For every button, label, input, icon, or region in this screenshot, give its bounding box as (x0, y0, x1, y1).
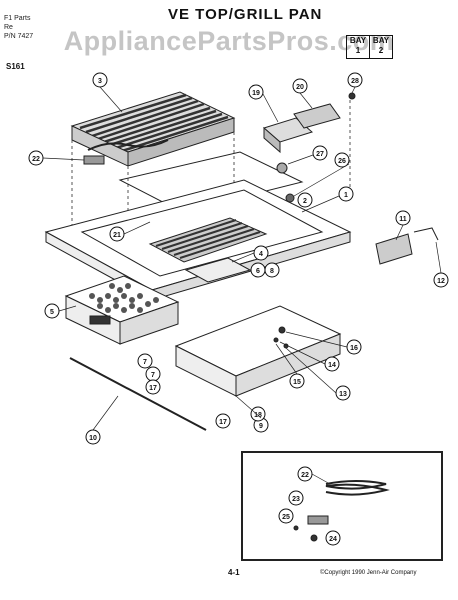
bay-2-box: BAY 2 (369, 35, 393, 59)
grill-grate (70, 91, 236, 167)
bracket (375, 227, 439, 265)
svg-text:17: 17 (219, 419, 227, 426)
callout-22: 22 (28, 150, 44, 166)
svg-text:3: 3 (98, 78, 102, 85)
callout-6: 6 (250, 262, 266, 278)
inset-element (293, 480, 390, 542)
page-number: 4-1 (228, 568, 240, 577)
svg-text:21: 21 (113, 232, 121, 239)
callout-5: 5 (44, 303, 60, 319)
copyright-text: ©Copyright 1990 Jenn-Air Company (320, 570, 417, 576)
callout-11: 11 (395, 210, 411, 226)
svg-text:9: 9 (259, 423, 263, 430)
header-line-2: Re (4, 24, 13, 31)
callout-13: 13 (335, 385, 351, 401)
svg-text:22: 22 (301, 472, 309, 479)
svg-text:1: 1 (344, 192, 348, 199)
callout-20: 20 (292, 78, 308, 94)
header-line-3: P/N 7427 (4, 33, 34, 40)
svg-text:27: 27 (316, 151, 324, 158)
callout-18b: 17 (145, 379, 161, 395)
svg-text:12: 12 (437, 278, 445, 285)
svg-text:6: 6 (256, 268, 260, 275)
model-number: S161 (6, 62, 25, 71)
svg-text:20: 20 (296, 84, 304, 91)
svg-text:7: 7 (151, 372, 155, 379)
rock-tray (64, 275, 180, 345)
callout-8: 8 (264, 262, 280, 278)
callout-27: 27 (312, 145, 328, 161)
header-text: F1 Parts Re P/N 7427 (4, 14, 33, 41)
callout-28: 28 (347, 72, 363, 88)
svg-text:13: 13 (339, 391, 347, 398)
callout-26: 26 (334, 152, 350, 168)
callout-17: 17 (215, 413, 231, 429)
svg-text:22: 22 (32, 156, 40, 163)
callout-16: 16 (346, 339, 362, 355)
grill-pan (174, 305, 342, 397)
leader-lines (42, 86, 442, 485)
svg-text:5: 5 (50, 309, 54, 316)
svg-text:10: 10 (89, 435, 97, 442)
bay-1-number: 1 (355, 46, 361, 55)
svg-text:11: 11 (399, 216, 407, 223)
svg-text:15: 15 (293, 379, 301, 386)
bay-2-number: 2 (378, 46, 384, 55)
callout-19: 19 (248, 84, 264, 100)
bay-2-label: BAY (372, 36, 390, 45)
page-title: VE TOP/GRILL PAN (168, 6, 323, 23)
svg-text:25: 25 (282, 514, 290, 521)
callout-21: 21 (109, 226, 125, 242)
svg-text:14: 14 (328, 362, 336, 369)
svg-text:4: 4 (259, 251, 263, 258)
grill-insert (148, 217, 268, 263)
callout-15: 15 (289, 373, 305, 389)
svg-text:28: 28 (351, 78, 359, 85)
inset-box (241, 451, 443, 561)
inset-callout-23: 23 (288, 490, 304, 506)
control-parts (262, 92, 356, 203)
svg-text:24: 24 (329, 536, 337, 543)
callout-18: 18 (250, 406, 266, 422)
callout-7: 7 (137, 353, 153, 369)
rod (69, 357, 207, 431)
callout-1: 1 (338, 186, 354, 202)
svg-text:7: 7 (143, 359, 147, 366)
svg-text:16: 16 (350, 345, 358, 352)
callout-4: 4 (253, 245, 269, 261)
inset-callout-24: 24 (325, 530, 341, 546)
callout-17b: 7 (145, 366, 161, 382)
callout-2: 2 (297, 192, 313, 208)
inset-callout-25: 25 (278, 508, 294, 524)
svg-text:23: 23 (292, 496, 300, 503)
callout-12: 12 (433, 272, 449, 288)
bay-1-label: BAY (349, 36, 367, 45)
svg-text:2: 2 (303, 198, 307, 205)
svg-text:26: 26 (338, 158, 346, 165)
svg-text:8: 8 (270, 268, 274, 275)
svg-text:17: 17 (149, 385, 157, 392)
svg-text:19: 19 (252, 90, 260, 97)
callout-10: 10 (85, 429, 101, 445)
watermark: AppliancePartsPros.com (63, 26, 395, 56)
header-line-1: F1 Parts (4, 15, 31, 22)
callout-3: 3 (92, 72, 108, 88)
inset-callout-22: 22 (297, 466, 313, 482)
callout-14: 14 (324, 356, 340, 372)
